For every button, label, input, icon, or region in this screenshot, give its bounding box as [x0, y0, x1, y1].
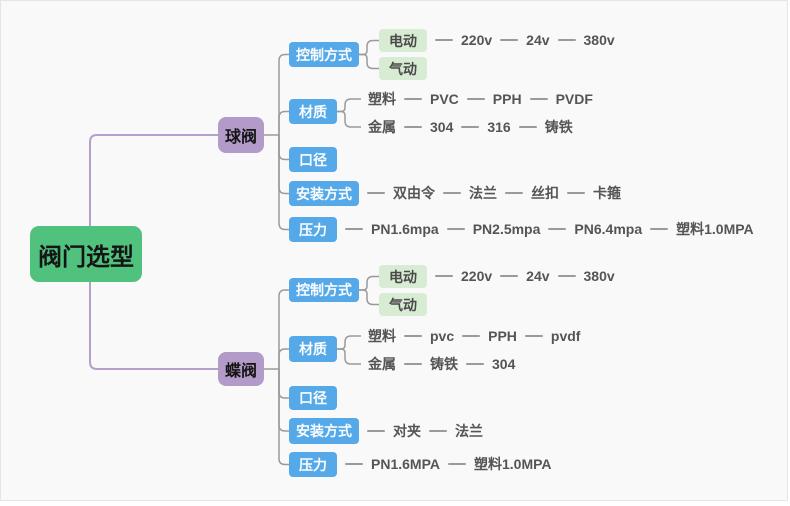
leaf-node-pn16[interactable]: PN1.6mpa: [371, 221, 439, 237]
leaf-node-thread[interactable]: 丝扣: [531, 185, 559, 201]
connector-dash: [429, 430, 447, 432]
butterfly-pneumatic-node[interactable]: 气动: [379, 293, 427, 316]
leaf-node-pn16[interactable]: PN1.6MPA: [371, 456, 440, 472]
butterfly-plastic-chain: 塑料 pvc PPH pvdf: [368, 326, 580, 346]
leaf-node-plastic-10[interactable]: 塑料1.0MPA: [676, 221, 754, 237]
butterfly-installation-node[interactable]: 安装方式: [289, 418, 359, 444]
connector-dash: [443, 192, 461, 194]
connector-dash: [404, 126, 422, 128]
leaf-node-pn64[interactable]: PN6.4mpa: [574, 221, 643, 237]
butterfly-voltage-chain: 220v 24v 380v: [427, 266, 615, 286]
leaf-node-pvdf[interactable]: pvdf: [550, 328, 581, 344]
butterfly-electric-node[interactable]: 电动: [379, 265, 427, 288]
leaf-node-220v[interactable]: 220v: [461, 268, 493, 284]
leaf-node-220v[interactable]: 220v: [461, 32, 493, 48]
leaf-node-cast-iron[interactable]: 铸铁: [544, 119, 573, 135]
leaf-node-pvdf[interactable]: PVDF: [555, 91, 593, 107]
leaf-node-metal[interactable]: 金属: [368, 119, 396, 135]
connector-dash: [557, 39, 576, 41]
connector-dash: [404, 335, 422, 337]
connector-dash: [524, 335, 543, 337]
ball-voltage-chain: 220v 24v 380v: [427, 30, 615, 50]
connector-dash: [345, 228, 363, 230]
butterfly-metal-chain: 金属 铸铁 304: [368, 354, 515, 374]
connector-dash: [447, 463, 466, 465]
ball-material-node[interactable]: 材质: [289, 99, 337, 124]
leaf-node-380v[interactable]: 380v: [583, 32, 615, 48]
connector-dash: [518, 126, 537, 128]
connector-dash: [529, 98, 548, 100]
leaf-node-316[interactable]: 316: [487, 119, 511, 135]
connector-dash: [650, 228, 669, 230]
connector-dash: [435, 275, 453, 277]
connector-dash: [548, 228, 567, 230]
ball-installation-node[interactable]: 安装方式: [289, 181, 359, 206]
leaf-node-pph[interactable]: PPH: [492, 91, 522, 107]
connector-dash: [500, 275, 519, 277]
ball-installation-chain: 双由令 法兰 丝扣 卡箍: [359, 183, 621, 203]
connector-dash: [462, 335, 481, 337]
leaf-node-flange[interactable]: 法兰: [469, 185, 497, 201]
connector-dash: [404, 98, 422, 100]
leaf-node-304[interactable]: 304: [430, 119, 454, 135]
ball-electric-node[interactable]: 电动: [379, 29, 427, 52]
connector-dash: [505, 192, 523, 194]
root-node[interactable]: 阀门选型: [30, 226, 142, 282]
ball-plastic-chain: 塑料 PVC PPH PVDF: [368, 89, 593, 109]
connector-dash: [567, 192, 585, 194]
leaf-node-24v[interactable]: 24v: [526, 268, 550, 284]
connector-dash: [557, 275, 576, 277]
connector-dash: [500, 39, 519, 41]
connector-dash: [345, 463, 363, 465]
leaf-node-plastic-10[interactable]: 塑料1.0MPA: [473, 456, 552, 472]
connector-dash: [404, 363, 422, 365]
leaf-node-24v[interactable]: 24v: [526, 32, 550, 48]
branch-node-butterfly-valve[interactable]: 蝶阀: [218, 352, 264, 386]
ball-metal-chain: 金属 304 316 铸铁: [368, 117, 573, 137]
leaf-node-pvc[interactable]: PVC: [430, 91, 459, 107]
butterfly-control-method-node[interactable]: 控制方式: [289, 278, 359, 302]
butterfly-diameter-node[interactable]: 口径: [289, 386, 337, 410]
connector-dash: [461, 126, 480, 128]
leaf-node-union[interactable]: 双由令: [393, 185, 435, 201]
butterfly-pressure-node[interactable]: 压力: [289, 452, 337, 477]
leaf-node-plastic[interactable]: 塑料: [368, 91, 396, 107]
leaf-node-flange[interactable]: 法兰: [455, 423, 483, 439]
leaf-node-304[interactable]: 304: [492, 356, 516, 372]
ball-pressure-node[interactable]: 压力: [289, 217, 337, 242]
butterfly-installation-chain: 对夹 法兰: [359, 421, 483, 441]
connector-dash: [367, 192, 385, 194]
leaf-node-clamp[interactable]: 卡箍: [593, 185, 621, 201]
butterfly-pressure-chain: PN1.6MPA 塑料1.0MPA: [337, 454, 552, 474]
leaf-node-metal[interactable]: 金属: [368, 356, 396, 372]
connector-dash: [435, 39, 453, 41]
leaf-node-pvc[interactable]: pvc: [430, 328, 455, 344]
leaf-node-pph[interactable]: PPH: [488, 328, 517, 344]
connector-dash: [446, 228, 465, 230]
leaf-node-cast-iron[interactable]: 铸铁: [430, 356, 458, 372]
ball-pressure-chain: PN1.6mpa PN2.5mpa PN6.4mpa 塑料1.0MPA: [337, 219, 754, 239]
ball-pneumatic-node[interactable]: 气动: [379, 57, 427, 80]
butterfly-material-node[interactable]: 材质: [289, 336, 337, 362]
ball-diameter-node[interactable]: 口径: [289, 147, 337, 172]
connector-dash: [466, 363, 484, 365]
leaf-node-plastic[interactable]: 塑料: [368, 328, 396, 344]
leaf-node-pn25[interactable]: PN2.5mpa: [472, 221, 541, 237]
ball-control-method-node[interactable]: 控制方式: [289, 42, 359, 67]
connector-dash: [367, 430, 385, 432]
leaf-node-380v[interactable]: 380v: [583, 268, 615, 284]
leaf-node-wafer[interactable]: 对夹: [393, 423, 421, 439]
connector-dash: [466, 98, 485, 100]
branch-node-ball-valve[interactable]: 球阀: [218, 117, 264, 153]
